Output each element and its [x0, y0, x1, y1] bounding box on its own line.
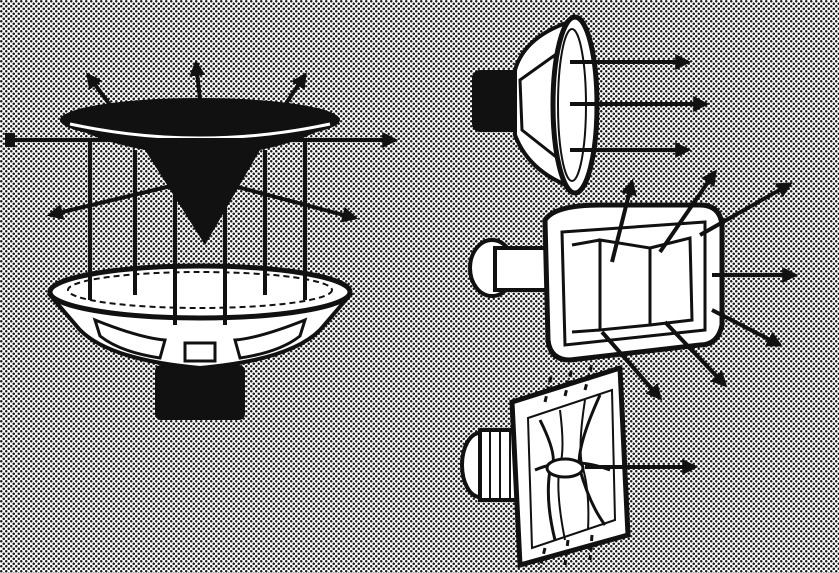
horn-tweeter-figure: [468, 169, 799, 401]
cone-speaker-figure: [5, 59, 399, 420]
round-driver-figure: [472, 14, 710, 196]
magnet-shape: [155, 365, 245, 420]
radial-horn-figure: [460, 362, 699, 569]
